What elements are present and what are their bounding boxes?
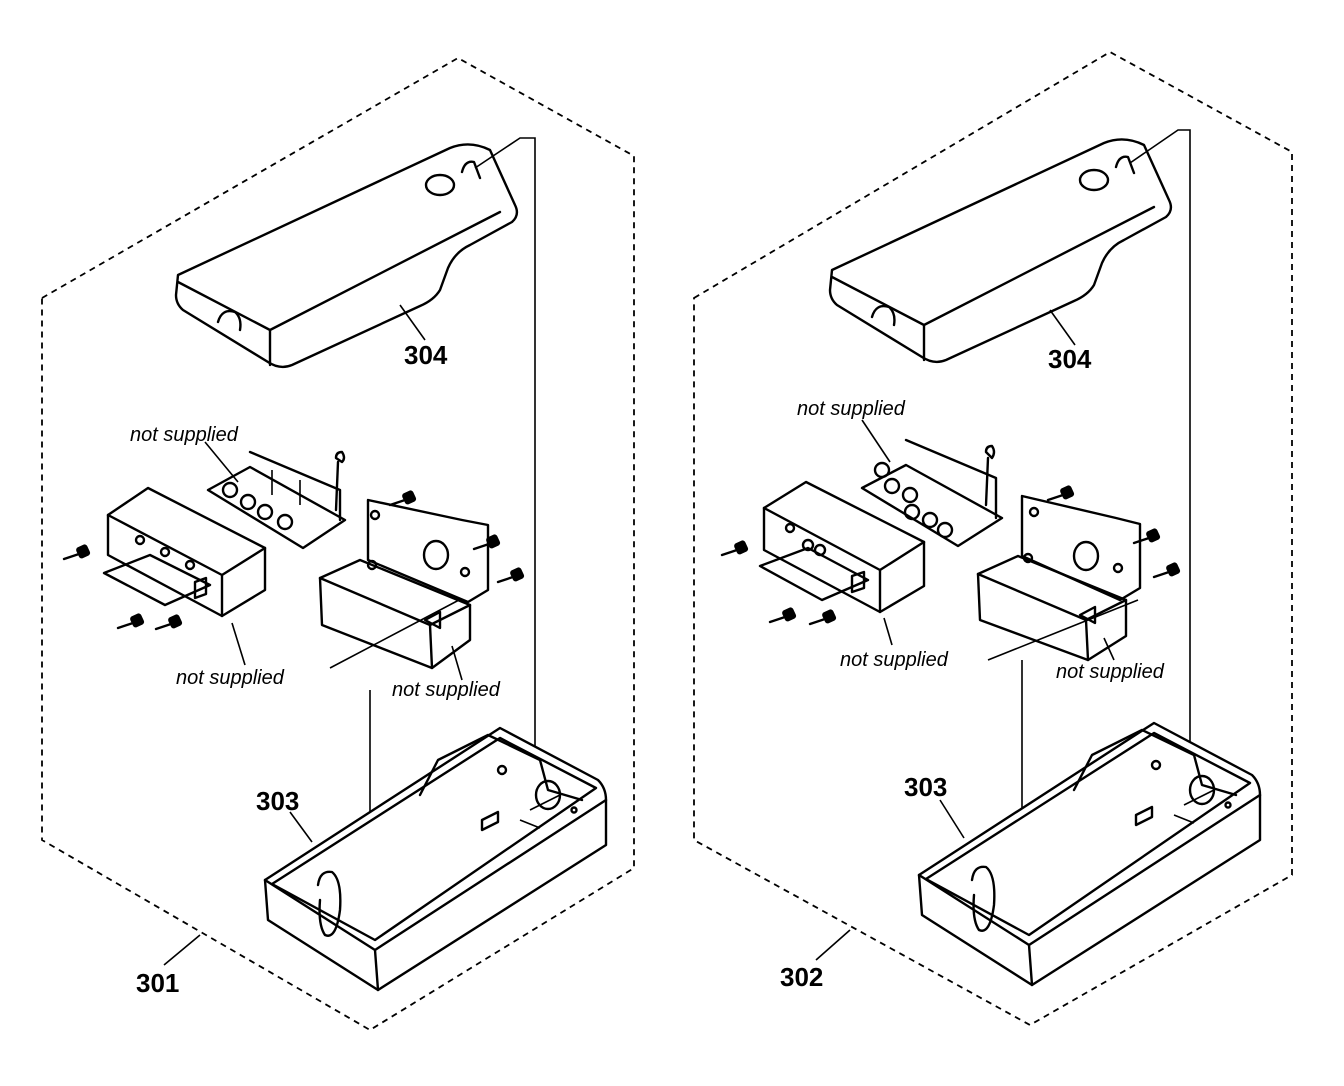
connector-block-left: [102, 486, 267, 618]
note-not-supplied-left-bracket: not supplied: [392, 679, 501, 701]
part-label-303-right: 303: [904, 772, 947, 802]
top-cover-304-right: [828, 138, 1173, 364]
pcb-board-left: [206, 450, 347, 550]
part-label-302: 302: [780, 962, 823, 992]
note-not-supplied-right-pcb: not supplied: [797, 398, 906, 420]
note-not-supplied-left-block: not supplied: [176, 667, 285, 689]
assembly-301: 304: [41, 56, 635, 1032]
note-not-supplied-right-block: not supplied: [840, 649, 949, 671]
bracket-right: [976, 494, 1142, 662]
connector-block-right: [758, 480, 926, 614]
top-cover-304-left: [174, 143, 519, 369]
part-label-301: 301: [136, 968, 179, 998]
pcb-board-right: [860, 438, 1004, 548]
bottom-case-303-left: [263, 726, 608, 992]
note-not-supplied-right-bracket: not supplied: [1056, 661, 1165, 683]
bottom-case-303-right: [917, 721, 1262, 987]
part-label-304-left: 304: [404, 340, 448, 370]
assembly-302: 304: [693, 50, 1293, 1027]
assembly-boundary-301: [41, 56, 635, 1032]
assembly-boundary-302: [693, 50, 1293, 1027]
bracket-left: [318, 498, 490, 670]
note-not-supplied-left-pcb: not supplied: [130, 424, 239, 446]
part-label-304-right: 304: [1048, 344, 1092, 374]
part-label-303-left: 303: [256, 786, 299, 816]
